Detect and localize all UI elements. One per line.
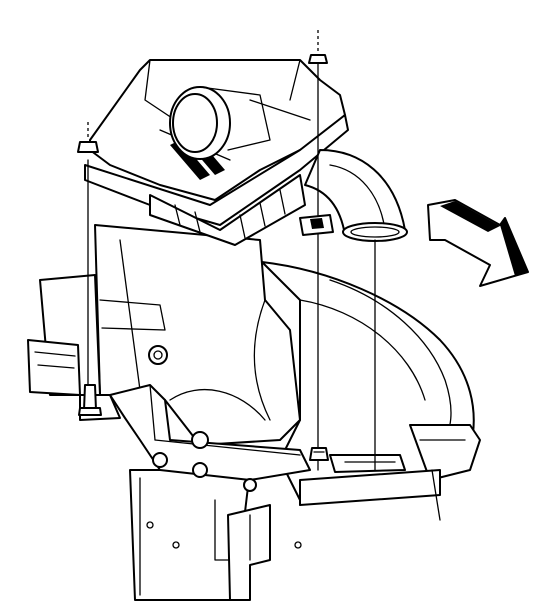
- nut-icon: [152, 431, 257, 492]
- outlet-duct: [304, 149, 408, 242]
- grommet: [299, 214, 334, 236]
- nut-icon: [77, 122, 99, 401]
- radiator-support: [261, 261, 481, 521]
- nut-icon: [309, 447, 329, 461]
- lower-bracket: [129, 469, 302, 601]
- left-bracket: [27, 274, 121, 421]
- nut-icon: [148, 345, 168, 365]
- inlet-tube: [169, 86, 271, 160]
- bolt-icon: [78, 384, 102, 416]
- nut-icon: [308, 30, 328, 471]
- fasteners: [77, 30, 376, 492]
- direction-arrow-icon: [427, 199, 529, 287]
